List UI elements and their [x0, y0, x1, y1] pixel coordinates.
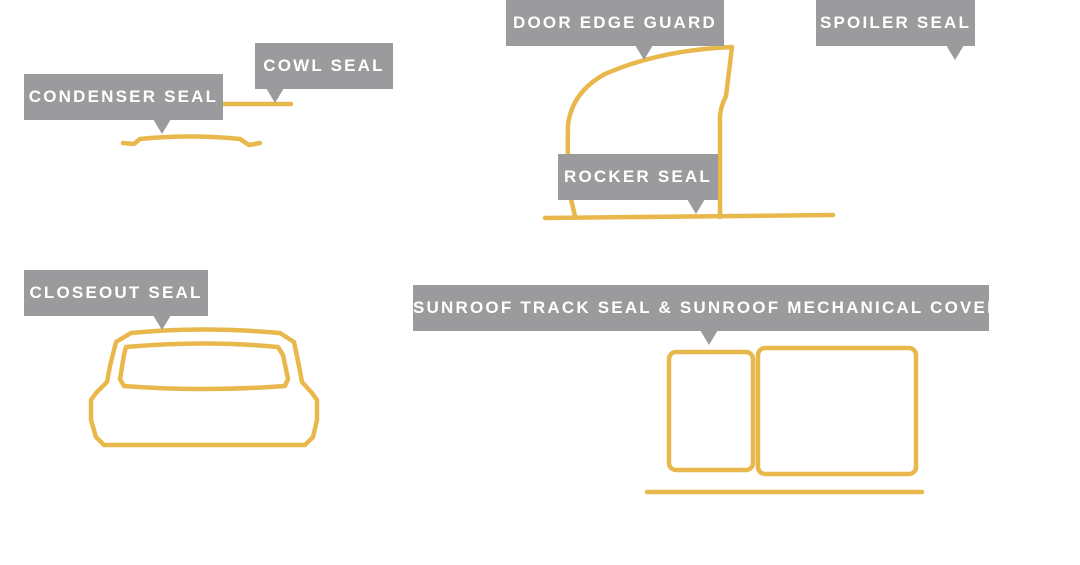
condenser-seal-label: CONDENSER SEAL — [24, 74, 223, 134]
door-edge-guard-outline — [565, 44, 735, 220]
sunroof-seal-label: SUNROOF TRACK SEAL & SUNROOF MECHANICAL … — [413, 285, 999, 345]
closeout-seal-outline-body — [88, 327, 320, 448]
door-edge-guard-label: DOOR EDGE GUARD — [506, 0, 724, 60]
cowl-seal-label: COWL SEAL — [255, 43, 393, 103]
spoiler-seal-label: SPOILER SEAL — [816, 0, 975, 60]
condenser-seal-outline — [120, 134, 263, 148]
sunroof-track-seal-outline — [755, 345, 919, 477]
sunroof-mechanical-cover-outline — [666, 349, 756, 473]
closeout-seal-outline-window — [117, 341, 291, 392]
rocker-seal-label: ROCKER SEAL — [558, 154, 718, 214]
closeout-seal-label: CLOSEOUT SEAL — [24, 270, 208, 330]
rocker-seal-outline — [542, 212, 836, 221]
